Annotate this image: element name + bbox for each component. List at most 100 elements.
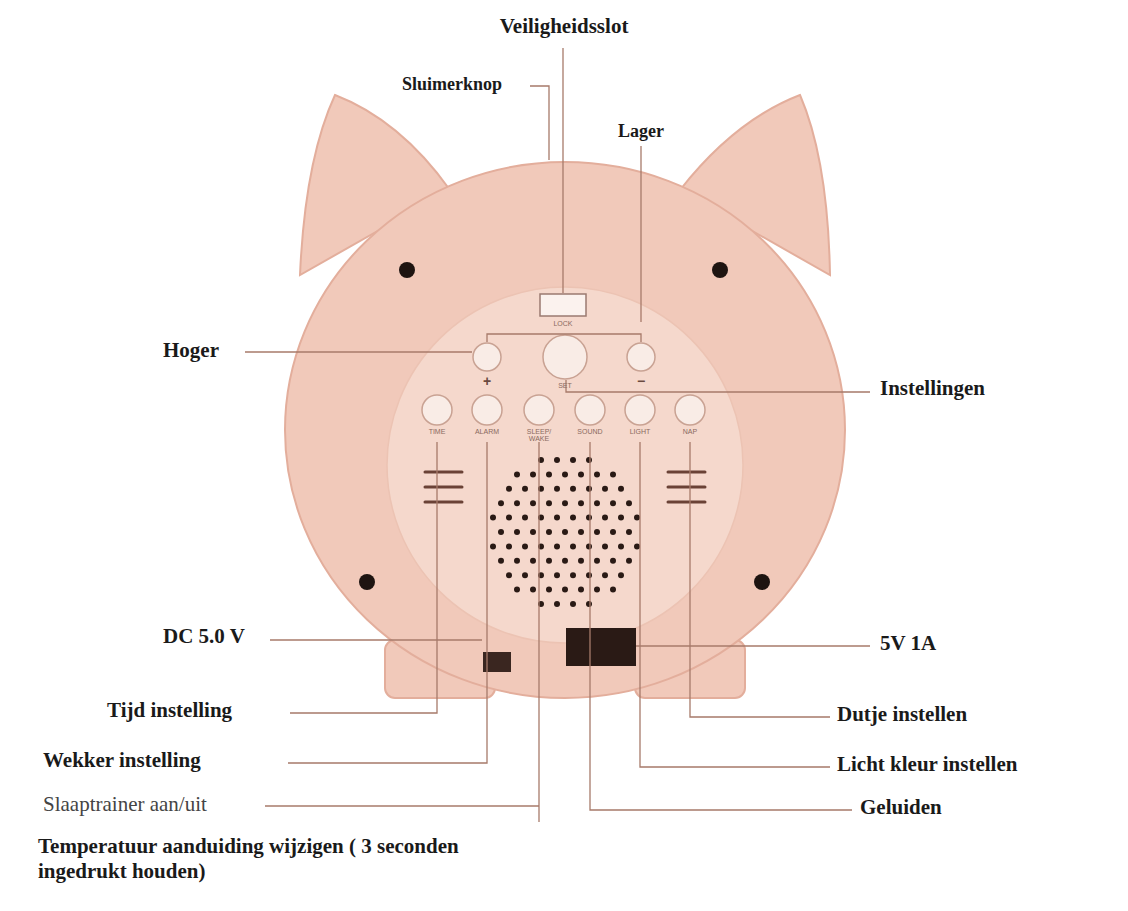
- speaker-hole: [522, 486, 528, 492]
- callout-label: Dutje instellen: [837, 702, 967, 727]
- speaker-hole: [618, 572, 624, 578]
- speaker-hole: [506, 515, 512, 521]
- speaker-hole: [546, 500, 552, 506]
- button-label: LOCK: [553, 320, 572, 327]
- speaker-hole: [562, 500, 568, 506]
- button-label: SET: [558, 382, 572, 389]
- speaker-hole: [594, 471, 600, 477]
- speaker-hole: [602, 543, 608, 549]
- speaker-hole: [586, 572, 592, 578]
- speaker-hole: [554, 457, 560, 463]
- speaker-hole: [554, 572, 560, 578]
- speaker-hole: [514, 587, 520, 593]
- speaker-hole: [570, 601, 576, 607]
- speaker-hole: [554, 601, 560, 607]
- speaker-hole: [570, 515, 576, 521]
- speaker-hole: [610, 529, 616, 535]
- speaker-hole: [618, 543, 624, 549]
- speaker-hole: [514, 529, 520, 535]
- speaker-hole: [506, 543, 512, 549]
- speaker-hole: [578, 529, 584, 535]
- speaker-hole: [594, 587, 600, 593]
- speaker-hole: [578, 587, 584, 593]
- speaker-hole: [586, 543, 592, 549]
- speaker-hole: [578, 471, 584, 477]
- pig-body: [285, 162, 845, 698]
- button-label: TIME: [429, 428, 446, 435]
- speaker-hole: [506, 486, 512, 492]
- speaker-hole: [530, 558, 536, 564]
- speaker-hole: [610, 558, 616, 564]
- speaker-hole: [530, 500, 536, 506]
- button-label: −: [637, 374, 645, 388]
- speaker-hole: [522, 543, 528, 549]
- speaker-hole: [618, 515, 624, 521]
- speaker-hole: [626, 558, 632, 564]
- speaker-hole: [626, 529, 632, 535]
- speaker-hole: [562, 587, 568, 593]
- button-label: +: [483, 374, 491, 388]
- speaker-hole: [530, 587, 536, 593]
- speaker-hole: [610, 471, 616, 477]
- speaker-hole: [530, 471, 536, 477]
- speaker-hole: [514, 500, 520, 506]
- speaker-hole: [570, 543, 576, 549]
- speaker-hole: [578, 558, 584, 564]
- callout-label: Lager: [618, 121, 664, 143]
- speaker-hole: [514, 558, 520, 564]
- callout-label: Tijd instelling: [107, 698, 232, 723]
- speaker-hole: [586, 515, 592, 521]
- speaker-hole: [610, 587, 616, 593]
- speaker-hole: [634, 515, 640, 521]
- speaker-hole: [570, 486, 576, 492]
- callout-label: Veiligheidsslot: [500, 14, 629, 39]
- speaker-hole: [498, 529, 504, 535]
- speaker-hole: [562, 558, 568, 564]
- lock-switch: [540, 294, 586, 316]
- speaker-hole: [610, 500, 616, 506]
- speaker-hole: [594, 529, 600, 535]
- speaker-hole: [594, 558, 600, 564]
- speaker-hole: [546, 471, 552, 477]
- speaker-hole: [546, 529, 552, 535]
- button-label: SLEEP/ WAKE: [526, 428, 552, 442]
- speaker-hole: [570, 572, 576, 578]
- button-label: ALARM: [475, 428, 499, 435]
- callout-label: 5V 1A: [880, 631, 936, 656]
- speaker-hole: [586, 457, 592, 463]
- callout-label: Licht kleur instellen: [837, 752, 1017, 777]
- speaker-hole: [586, 601, 592, 607]
- callout-label: Geluiden: [860, 795, 942, 820]
- speaker-hole: [490, 543, 496, 549]
- speaker-hole: [514, 471, 520, 477]
- callout-label: Hoger: [163, 338, 219, 363]
- speaker-hole: [490, 515, 496, 521]
- callout-label: DC 5.0 V: [163, 624, 245, 649]
- callout-label: Sluimerknop: [402, 74, 502, 96]
- speaker-hole: [570, 457, 576, 463]
- speaker-hole: [554, 543, 560, 549]
- callout-label: Temperatuur aanduiding wijzigen ( 3 seco…: [38, 834, 508, 884]
- speaker-hole: [506, 572, 512, 578]
- speaker-hole: [554, 515, 560, 521]
- speaker-hole: [546, 558, 552, 564]
- usb-port: [566, 628, 636, 666]
- speaker-hole: [626, 500, 632, 506]
- speaker-hole: [498, 558, 504, 564]
- callout-label: Slaaptrainer aan/uit: [43, 792, 207, 817]
- speaker-hole: [562, 471, 568, 477]
- speaker-hole: [522, 515, 528, 521]
- speaker-hole: [554, 486, 560, 492]
- speaker-hole: [602, 572, 608, 578]
- callout-label: Instellingen: [880, 376, 985, 401]
- speaker-hole: [578, 500, 584, 506]
- speaker-hole: [602, 486, 608, 492]
- button-label: NAP: [683, 428, 697, 435]
- speaker-hole: [562, 529, 568, 535]
- speaker-hole: [602, 515, 608, 521]
- speaker-hole: [522, 572, 528, 578]
- speaker-hole: [618, 486, 624, 492]
- speaker-hole: [530, 529, 536, 535]
- button-label: SOUND: [577, 428, 602, 435]
